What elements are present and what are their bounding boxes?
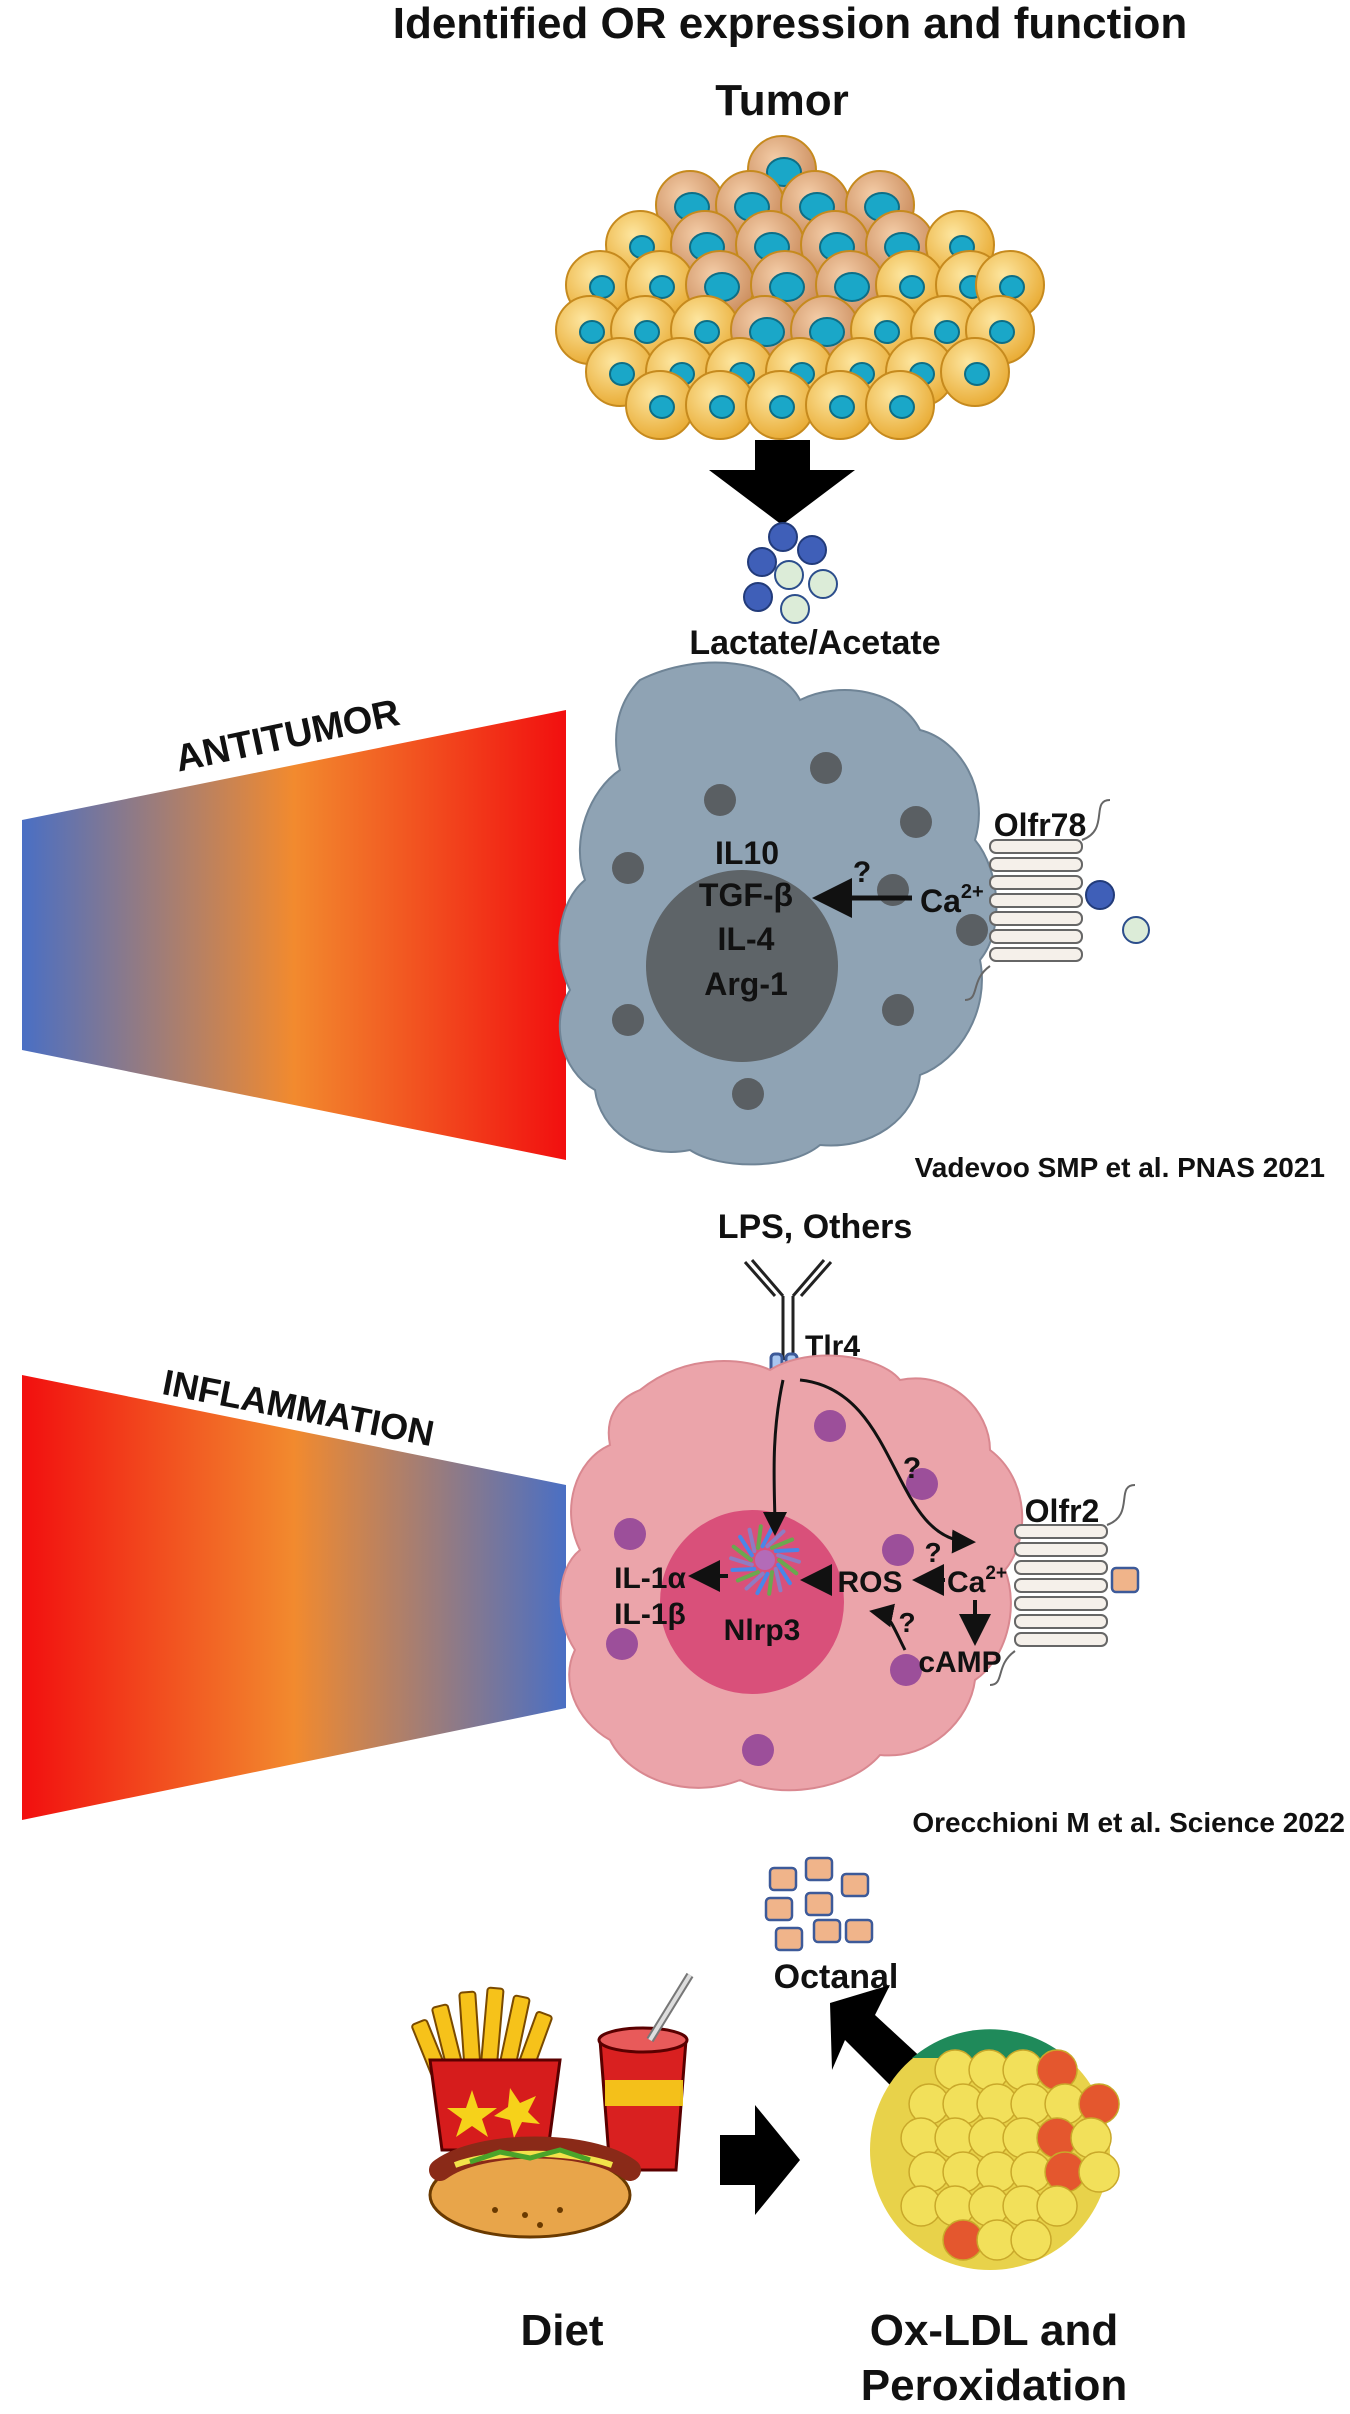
antitumor-cytokine-4: Arg-1 <box>704 966 788 1002</box>
tumor-cell <box>805 370 875 440</box>
page-title: Identified OR expression and function <box>393 0 1188 48</box>
nlrp3-inflammasome-icon <box>729 1524 801 1596</box>
antitumor-cytokine-3: IL-4 <box>718 921 775 957</box>
olfr78-label: Olfr78 <box>994 807 1086 843</box>
olfr78-receptor <box>964 799 1111 1001</box>
ros-label: ROS <box>837 1566 902 1599</box>
oxldl-particle <box>870 2029 1120 2270</box>
camp-ros-question: ? <box>898 1607 915 1638</box>
antitumor-cytokine-1: IL10 <box>715 835 779 871</box>
tlr4-to-calcium-arrow <box>799 1378 976 1554</box>
lps-label: LPS, Others <box>718 1208 913 1246</box>
antitumor-calcium: Ca2+ <box>920 881 984 919</box>
diet-to-oxldl-arrow <box>720 2105 800 2215</box>
inflammation-citation: Orecchioni M et al. Science 2022 <box>912 1807 1345 1838</box>
inflammation-nucleus <box>660 1510 844 1694</box>
tumor-cell <box>865 370 935 440</box>
olfr2-receptor <box>989 1484 1136 1686</box>
antitumor-cytokine-2: TGF-β <box>699 877 793 913</box>
nlrp3-label: Nlrp3 <box>724 1614 801 1647</box>
tlr4-to-nlrp3-arrow <box>762 1379 787 1536</box>
oxldl-label-line2: Peroxidation <box>861 2361 1128 2410</box>
tumor-to-metabolite-arrow <box>709 440 855 525</box>
il1a-label: IL-1α <box>614 1562 686 1595</box>
metabolite-label: Lactate/Acetate <box>689 624 940 662</box>
inflammation-granules <box>606 1410 938 1766</box>
octanal-molecules <box>764 1856 874 1952</box>
oxldl-label-line1: Ox-LDL and <box>870 2306 1119 2355</box>
diet-label: Diet <box>520 2306 603 2355</box>
antitumor-citation: Vadevoo SMP et al. PNAS 2021 <box>915 1152 1325 1183</box>
antitumor-question: ? <box>853 856 871 889</box>
inflammation-gradient <box>22 1375 566 1820</box>
camp-to-ros-arrow <box>869 1603 907 1651</box>
il1b-label: IL-1β <box>614 1598 686 1631</box>
tumor-cell <box>745 370 815 440</box>
olfr2-ligand <box>1110 1566 1140 1594</box>
antitumor-granules <box>612 752 988 1110</box>
tumor-cell <box>685 370 755 440</box>
olfr78-ligand-dark <box>1085 880 1115 910</box>
diet-food-illustration <box>411 1972 694 2239</box>
tlr4-calcium-question: ? <box>903 1452 921 1485</box>
tumor-cell-cluster <box>555 135 1045 440</box>
tumor-cell <box>940 337 1010 407</box>
tumor-label: Tumor <box>715 76 849 125</box>
antitumor-nucleus <box>646 870 838 1062</box>
antitumor-gradient <box>22 710 566 1160</box>
metabolite-dots <box>743 522 838 624</box>
inflammation-calcium: Ca2+ <box>947 1563 1007 1599</box>
tumor-cell <box>625 370 695 440</box>
camp-label: cAMP <box>918 1646 1001 1679</box>
ca-ros-question: ? <box>924 1537 941 1568</box>
olfr2-label: Olfr2 <box>1025 1493 1100 1529</box>
olfr78-ligand-light <box>1122 916 1150 944</box>
